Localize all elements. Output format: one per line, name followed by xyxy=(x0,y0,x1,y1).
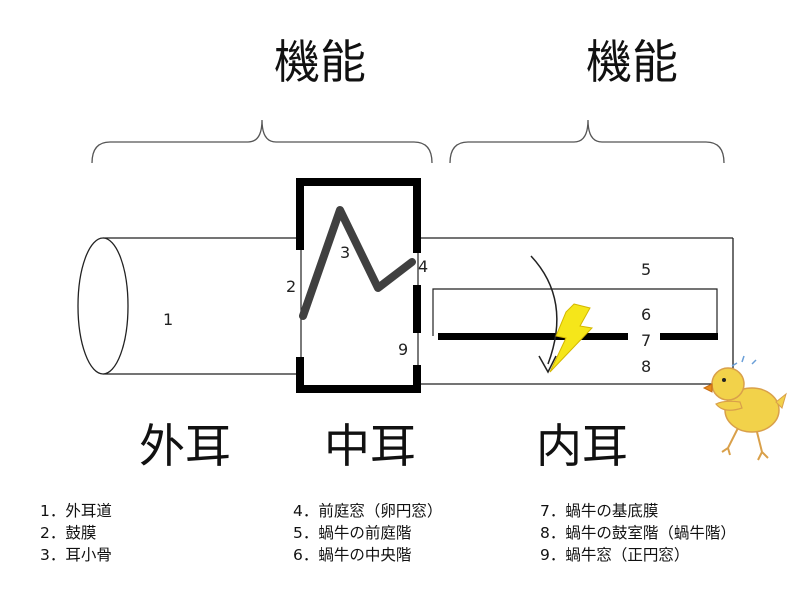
lightning-bolt-icon xyxy=(549,303,594,373)
label-8: 8 xyxy=(641,357,651,376)
region-middle-ear: 中耳 xyxy=(324,419,416,473)
label-5: 5 xyxy=(641,260,651,279)
legend-column-2: 4．前庭窓（卵円窓） 5．蝸牛の前庭階 6．蝸牛の中央階 xyxy=(293,500,442,566)
label-1: 1 xyxy=(163,310,173,329)
region-outer-ear: 外耳 xyxy=(139,419,231,473)
label-2: 2 xyxy=(286,277,296,296)
label-7: 7 xyxy=(641,331,651,350)
legend-item-2: 2．鼓膜 xyxy=(40,524,97,542)
legend-item-1: 1．外耳道 xyxy=(40,502,112,520)
legend-column-3: 7．蝸牛の基底膜 8．蝸牛の鼓室階（蝸牛階） 9．蝸牛窓（正円窓） xyxy=(540,500,736,566)
ossicles xyxy=(299,206,416,320)
vibration-arrow xyxy=(530,255,558,374)
basilar-membrane-right xyxy=(660,333,718,340)
function-heading-left: 機能 xyxy=(274,35,366,89)
legend-item-3: 3．耳小骨 xyxy=(40,546,112,564)
legend-column-1: 1．外耳道 2．鼓膜 3．耳小骨 xyxy=(40,500,112,566)
inner-ear-cochlea xyxy=(421,237,734,385)
legend-item-9: 9．蝸牛窓（正円窓） xyxy=(540,546,690,564)
label-6: 6 xyxy=(641,305,651,324)
legend-item-7: 7．蝸牛の基底膜 xyxy=(540,502,659,520)
label-3: 3 xyxy=(340,243,350,262)
label-9: 9 xyxy=(398,340,408,359)
brace-left xyxy=(91,119,433,164)
function-heading-right: 機能 xyxy=(586,35,678,89)
label-4: 4 xyxy=(418,257,428,276)
outer-ear-canal xyxy=(77,237,300,375)
legend-item-5: 5．蝸牛の前庭階 xyxy=(293,524,412,542)
basilar-membrane-left xyxy=(438,333,628,340)
legend-item-8: 8．蝸牛の鼓室階（蝸牛階） xyxy=(540,524,736,542)
legend-item-4: 4．前庭窓（卵円窓） xyxy=(293,502,443,520)
legend-item-6: 6．蝸牛の中央階 xyxy=(293,546,412,564)
middle-ear-box xyxy=(296,178,421,393)
region-inner-ear: 内耳 xyxy=(536,419,628,473)
chick-illustration xyxy=(702,355,787,461)
brace-right xyxy=(449,119,725,164)
